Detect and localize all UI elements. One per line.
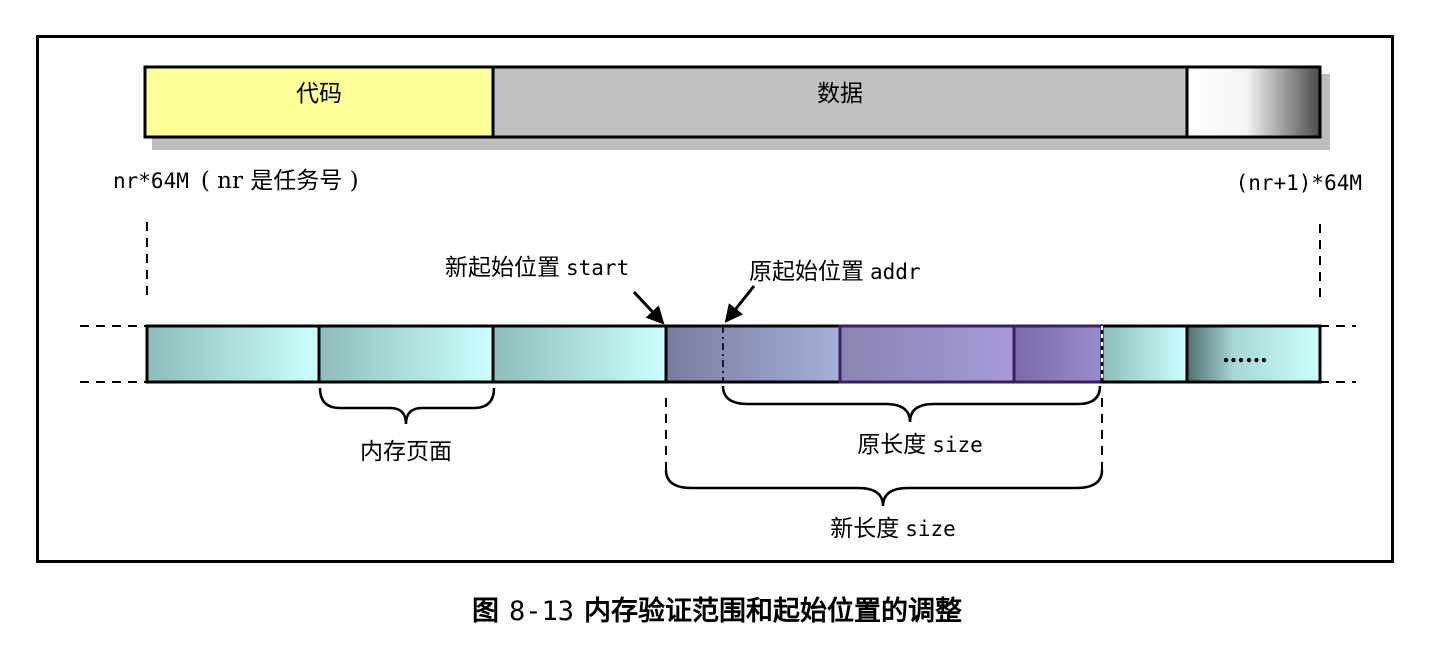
code-label: 代码 xyxy=(296,81,342,107)
memory-page-old xyxy=(838,324,1016,384)
old-start-arrow xyxy=(724,285,756,323)
memory-page-last xyxy=(1185,324,1322,384)
end-segment xyxy=(1185,65,1322,139)
memory-page xyxy=(1100,324,1189,384)
memory-page xyxy=(491,324,668,384)
new-start-arrow xyxy=(632,290,665,325)
old-size-brace xyxy=(721,385,1102,423)
end-address-label: (nr+1)*64M xyxy=(1236,171,1362,195)
page-label: 内存页面 xyxy=(360,439,452,465)
memory-page-new-start xyxy=(664,324,842,384)
new-size-brace xyxy=(664,469,1104,507)
memory-page-old-partial xyxy=(1012,324,1104,384)
figure-frame xyxy=(36,35,1394,563)
memory-page xyxy=(145,324,321,384)
data-label: 数据 xyxy=(817,81,863,107)
memory-page xyxy=(317,324,495,384)
page-brace xyxy=(318,387,496,425)
data-segment xyxy=(491,65,1189,139)
ellipsis-label: …… xyxy=(1222,341,1268,368)
start-address-label: nr*64M( nr 是任务号 ) xyxy=(113,168,359,194)
code-segment xyxy=(143,65,495,139)
